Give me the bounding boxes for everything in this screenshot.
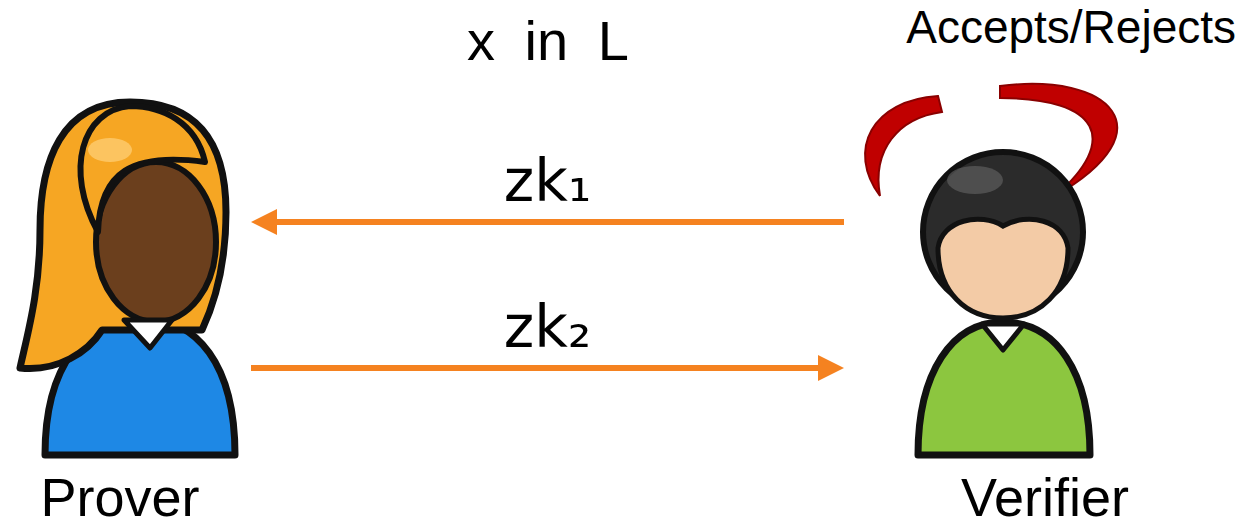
person-name: Verifier — [961, 468, 1129, 527]
prover-figure — [0, 85, 245, 465]
person-name: Prover — [40, 468, 199, 527]
message-label: zk₂ — [504, 296, 591, 360]
outcome-label: Accepts/Rejects — [906, 2, 1236, 53]
message-label: zk₁ — [504, 150, 591, 214]
statement-label: x in L — [467, 10, 629, 72]
person-node: Prover — [0, 85, 245, 529]
person-node: Verifier — [850, 75, 1170, 529]
verifier-figure — [850, 75, 1170, 465]
